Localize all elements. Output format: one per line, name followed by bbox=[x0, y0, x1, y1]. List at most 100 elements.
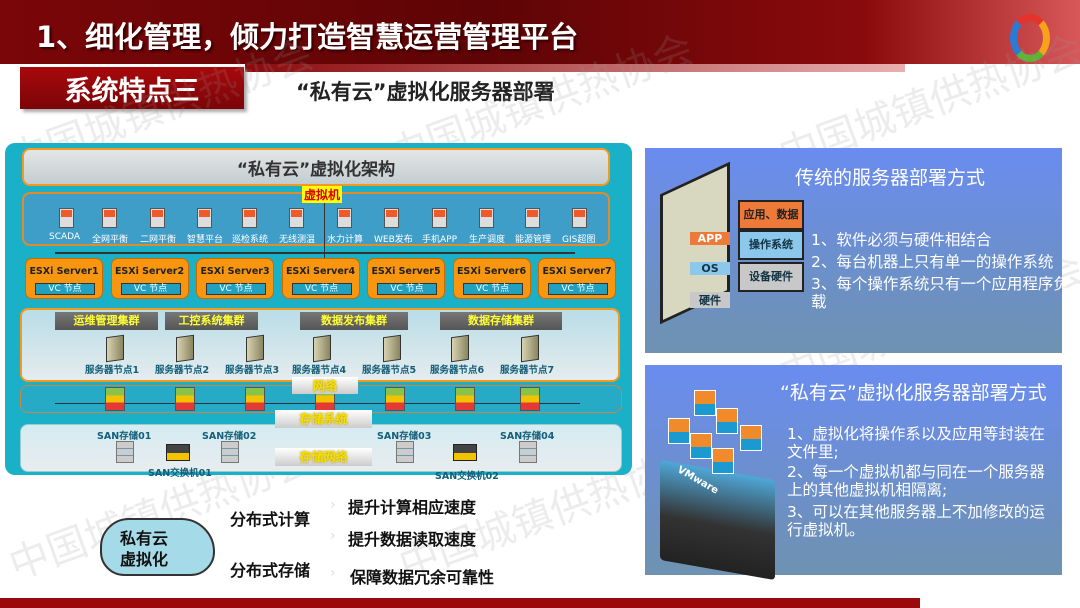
san-switch-icon bbox=[166, 444, 190, 461]
vm-icon bbox=[197, 208, 212, 228]
san-storage-label: SAN存储04 bbox=[500, 431, 555, 442]
traditional-title: 传统的服务器部署方式 bbox=[795, 167, 986, 189]
vm-name: SCADA bbox=[49, 232, 81, 242]
traditional-point: 2、每台机器上只有单一的操作系统 bbox=[811, 253, 1054, 271]
vm-name: 手机APP bbox=[422, 235, 458, 245]
private-cloud-point: 2、每一个虚拟机都与同在一个服务器上的其他虚拟机相隔离; bbox=[787, 463, 1045, 499]
vm-cube-icon bbox=[694, 390, 716, 416]
cloud-label: 私有云 虚拟化 bbox=[120, 529, 169, 569]
vm-icon bbox=[384, 208, 399, 228]
tower-hw-label: 硬件 bbox=[690, 292, 730, 308]
vm-icon bbox=[59, 208, 74, 228]
san-switch-label: SAN交换机01 bbox=[148, 468, 212, 479]
vm-icon bbox=[525, 208, 540, 228]
vmware-server-icon bbox=[660, 459, 775, 581]
server-icon bbox=[521, 334, 539, 363]
vm-icon bbox=[242, 208, 257, 228]
tower-os-label: OS bbox=[690, 262, 730, 275]
vm-name: 能源管理 bbox=[515, 235, 552, 245]
san-storage-label: SAN存储03 bbox=[377, 431, 432, 442]
switch-icon bbox=[245, 387, 265, 411]
switch-icon bbox=[455, 387, 475, 411]
esxi-name: ESXi Server7 bbox=[542, 266, 612, 277]
server-node-label: 服务器节点7 bbox=[500, 365, 555, 376]
cluster-header: 运维管理集群 bbox=[55, 312, 158, 330]
storage-icon bbox=[396, 441, 414, 463]
vm-name: 巡检系统 bbox=[232, 235, 269, 245]
esxi-server: ESXi Server6 VC 节点 bbox=[452, 258, 531, 299]
cluster-header: 数据存储集群 bbox=[440, 312, 562, 330]
server-icon bbox=[246, 334, 264, 363]
esxi-server: ESXi Server3 VC 节点 bbox=[196, 258, 274, 299]
stack-hw: 设备硬件 bbox=[738, 262, 804, 292]
storage-icon bbox=[519, 441, 537, 463]
vm-name: 二网平衡 bbox=[140, 235, 177, 245]
server-node-label: 服务器节点6 bbox=[430, 365, 485, 376]
server-icon bbox=[106, 334, 124, 363]
server-icon bbox=[383, 334, 401, 363]
vm-icon bbox=[102, 208, 117, 228]
switch-icon bbox=[520, 387, 540, 411]
esxi-name: ESXi Server1 bbox=[29, 266, 99, 277]
section-subtitle: “私有云”虚拟化服务器部署 bbox=[296, 80, 555, 104]
vc-node-label: VC 节点 bbox=[206, 283, 266, 295]
connector-bus bbox=[55, 252, 575, 254]
vm-cube-icon bbox=[690, 433, 712, 459]
esxi-name: ESXi Server6 bbox=[456, 266, 527, 277]
summary-right: 提升数据读取速度 bbox=[348, 530, 477, 549]
cloud-icon bbox=[100, 518, 215, 576]
vm-icon bbox=[289, 208, 304, 228]
switch-icon bbox=[175, 387, 195, 411]
logo-icon bbox=[1010, 14, 1050, 62]
vm-label: 虚拟机 bbox=[302, 186, 343, 203]
vm-icon bbox=[150, 208, 165, 228]
stack-os: 操作系统 bbox=[738, 230, 804, 260]
server-node-label: 服务器节点4 bbox=[292, 365, 347, 376]
server-node-label: 服务器节点5 bbox=[362, 365, 417, 376]
feature-label: 系统特点三 bbox=[20, 67, 244, 109]
server-node-label: 服务器节点2 bbox=[155, 365, 210, 376]
traditional-point: 1、软件必须与硬件相结合 bbox=[811, 231, 992, 249]
vm-cube-icon bbox=[712, 448, 734, 474]
header-accent bbox=[245, 64, 905, 72]
san-switch-label: SAN交换机02 bbox=[435, 471, 499, 482]
summary-left: 分布式存储 bbox=[230, 561, 311, 580]
vm-icon bbox=[432, 208, 447, 228]
server-icon bbox=[451, 334, 469, 363]
chevron-right-icon: › bbox=[330, 528, 336, 544]
storage-system-label: 存储系统 bbox=[275, 410, 372, 428]
stack-app: 应用、数据 bbox=[738, 200, 804, 230]
header-band bbox=[0, 0, 1080, 64]
vc-node-label: VC 节点 bbox=[35, 283, 95, 295]
vm-name: 智慧平台 bbox=[187, 235, 224, 245]
private-cloud-title: “私有云”虚拟化服务器部署方式 bbox=[780, 382, 1047, 404]
vc-node-label: VC 节点 bbox=[377, 283, 437, 295]
chevron-right-icon: › bbox=[330, 565, 336, 581]
esxi-name: ESXi Server4 bbox=[285, 266, 356, 277]
san-switch-icon bbox=[453, 444, 477, 461]
vc-node-label: VC 节点 bbox=[462, 283, 523, 295]
vm-icon bbox=[337, 208, 352, 228]
vm-name: WEB发布 bbox=[374, 235, 413, 245]
vc-node-label: VC 节点 bbox=[120, 283, 181, 295]
server-icon bbox=[313, 334, 331, 363]
traditional-point: 3、每个操作系统只有一个应用程序负载 bbox=[811, 275, 1069, 311]
cluster-header: 数据发布集群 bbox=[300, 312, 408, 330]
vm-cube-icon bbox=[740, 425, 762, 451]
switch-icon bbox=[385, 387, 405, 411]
vm-name: 生产调度 bbox=[469, 235, 506, 245]
connector-line bbox=[324, 186, 325, 258]
vm-name: 全网平衡 bbox=[92, 235, 129, 245]
summary-right: 提升计算相应速度 bbox=[348, 498, 477, 517]
san-storage-label: SAN存储01 bbox=[97, 431, 152, 442]
private-cloud-point: 1、虚拟化将操作系以及应用等封装在文件里; bbox=[787, 425, 1045, 461]
esxi-name: ESXi Server3 bbox=[200, 266, 270, 277]
vm-name: 水力计算 bbox=[327, 235, 364, 245]
vm-name: 无线测温 bbox=[279, 235, 316, 245]
network-label: 网络 bbox=[292, 377, 358, 394]
vm-cube-icon bbox=[716, 408, 738, 434]
vm-cube-icon bbox=[668, 418, 690, 444]
cluster-header: 工控系统集群 bbox=[165, 312, 258, 330]
